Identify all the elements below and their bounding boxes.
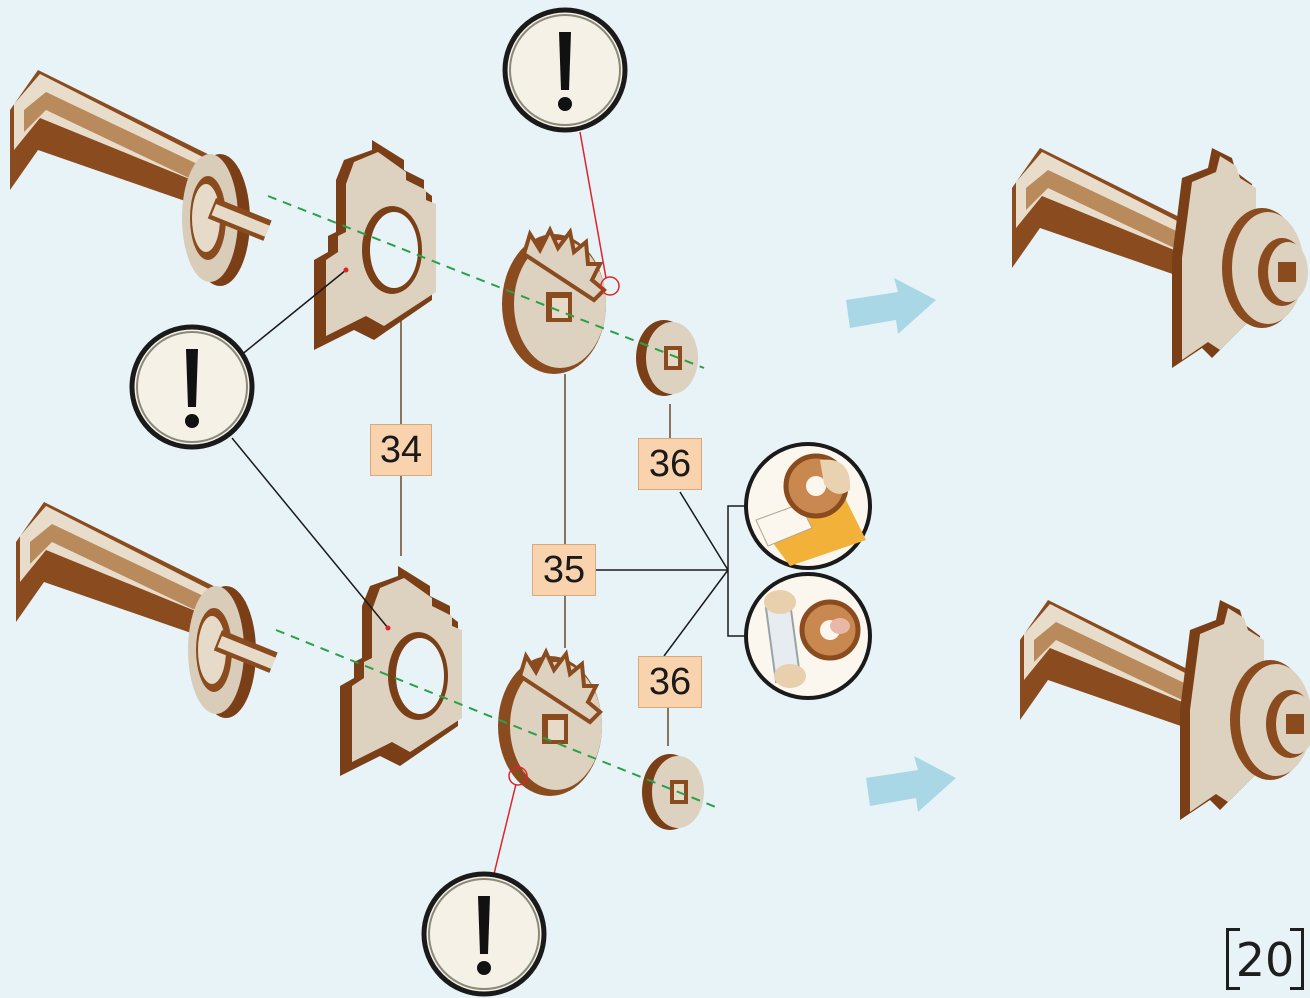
part-label-36-top: 36 [638, 438, 702, 490]
assembled-result-top [1012, 148, 1308, 368]
shaft-top [10, 70, 272, 286]
arrow-right-icon [866, 756, 956, 812]
gear-top [502, 230, 606, 374]
spacer-bottom [642, 754, 704, 830]
part-label-35: 35 [532, 544, 596, 596]
press-fit-icon [746, 574, 870, 698]
part-label-36-bottom: 36 [638, 656, 702, 708]
arrow-right-icon [846, 278, 936, 334]
exclamation-warning-icon [132, 327, 252, 447]
plate-bottom [340, 566, 462, 776]
spacer-top [636, 320, 698, 396]
shaft-bottom [16, 502, 278, 718]
exclamation-warning-icon [505, 10, 625, 130]
gear-bottom [498, 652, 602, 796]
exclamation-warning-icon [424, 874, 544, 994]
part-label-34: 34 [370, 424, 432, 476]
page-number-bracket-right [1290, 928, 1304, 990]
plate-top [314, 140, 436, 350]
glue-sticker-icon [746, 444, 870, 568]
assembled-result-bottom [1020, 600, 1310, 820]
